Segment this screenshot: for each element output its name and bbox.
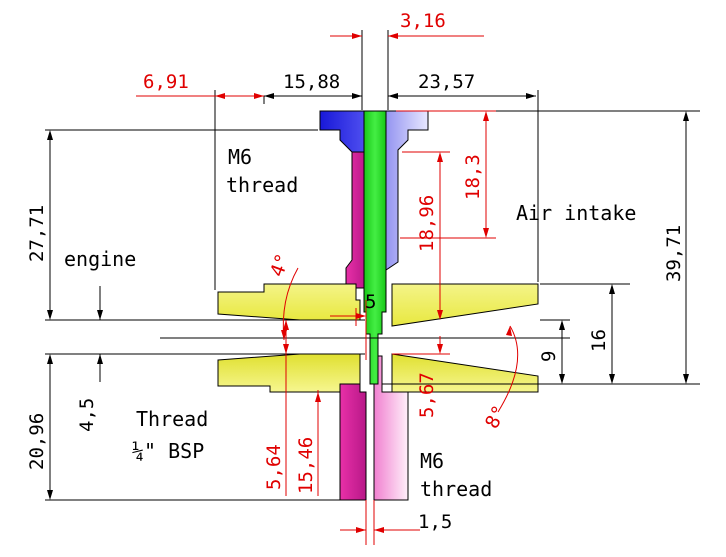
dim-9: 9: [538, 351, 560, 362]
dim-20-96: 20,96: [26, 413, 48, 470]
dim-18-96: 18,96: [416, 195, 438, 252]
dim-16: 16: [588, 329, 610, 352]
note-thread-line1: Thread: [136, 407, 208, 431]
bottom-disc-right: [391, 353, 539, 393]
angle-8-deg: 8°: [481, 402, 511, 433]
dim-18-3: 18,3: [462, 154, 484, 200]
note-m6-top-line1: M6: [228, 145, 252, 169]
bottom-disc-left: [217, 353, 361, 393]
top-disc-right: [391, 283, 539, 327]
top-disc-left: [217, 283, 361, 321]
note-m6-bottom-line1: M6: [420, 449, 444, 473]
dim-4-5: 4,5: [76, 398, 98, 432]
dim-15-88: 15,88: [283, 71, 340, 93]
upper-sleeve: [345, 151, 367, 289]
bottom-shaft-left: [339, 383, 367, 501]
note-air-intake: Air intake: [516, 201, 636, 225]
dim-27-71: 27,71: [26, 205, 48, 262]
angle-4-deg: 4°: [266, 251, 295, 280]
note-engine: engine: [64, 247, 136, 271]
center-stem: [363, 110, 387, 385]
dim-6-91: 6,91: [143, 71, 189, 93]
dim-3-16: 3,16: [400, 10, 446, 32]
dim-39-71: 39,71: [663, 225, 685, 282]
part-geometry: [217, 110, 539, 501]
dim-15-46: 15,46: [295, 437, 317, 494]
red-dimension-lines: [136, 33, 519, 545]
dim-1-5: 1,5: [418, 511, 452, 533]
note-thread-line2: ¼" BSP: [132, 439, 204, 463]
note-m6-bottom-line2: thread: [420, 477, 492, 501]
dim-5-64: 5,64: [263, 444, 285, 490]
dim-5: 5: [365, 291, 376, 313]
dim-23-57: 23,57: [418, 71, 475, 93]
note-m6-top-line2: thread: [226, 173, 298, 197]
dim-5-67: 5,67: [416, 372, 438, 418]
